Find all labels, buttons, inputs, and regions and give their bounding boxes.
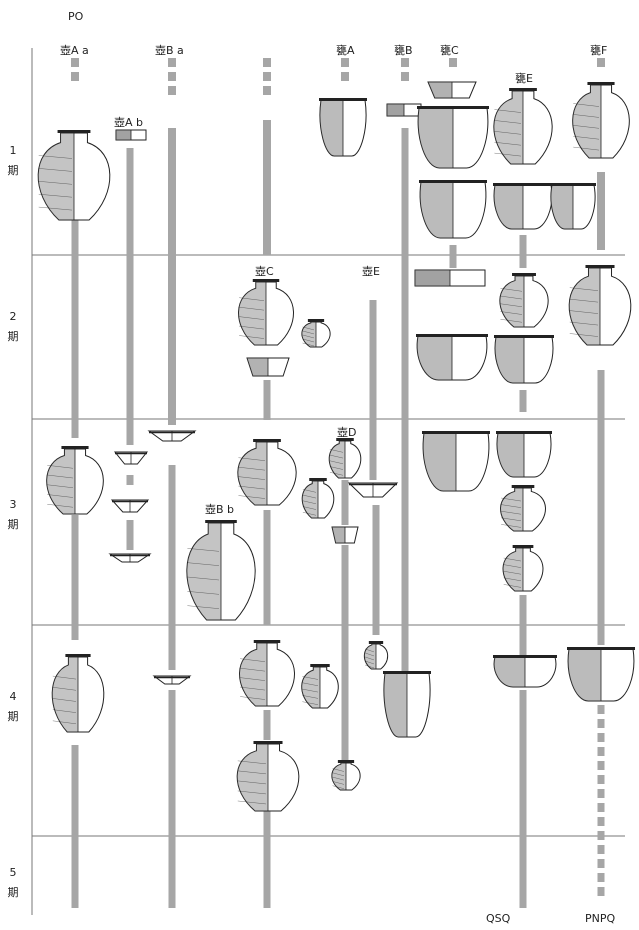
vessel-tsubo-ba-4 <box>154 676 190 684</box>
phase-bar-dash-12-2 <box>263 72 271 81</box>
phase-bar-14 <box>264 380 271 420</box>
phase-bar-24 <box>402 128 409 680</box>
phase-bar-dash-34-2 <box>598 719 605 728</box>
vessel-tsubo-ba-3 <box>149 431 195 441</box>
phase-bar-33 <box>598 370 605 645</box>
vessel-tsubo-c-2b <box>302 319 330 347</box>
vessel-tsubo-aa-1 <box>38 130 110 220</box>
phase-bar-dash-23-1 <box>401 58 409 67</box>
vessel-tsubo-ab-3b <box>112 500 148 512</box>
phase-bar-dash-1-2 <box>71 72 79 81</box>
vessel-kame-f-1 <box>573 82 630 158</box>
phase-bar-dash-18-1 <box>341 58 349 67</box>
vessel-kame-b-1 <box>387 104 421 116</box>
vessel-kame-c-1a <box>428 82 476 98</box>
phase-bar-30 <box>520 690 527 908</box>
phase-bar-dash-34-9 <box>598 817 605 826</box>
vessel-kame-e-2a <box>500 273 548 327</box>
phase-bar-dash-34-5 <box>598 761 605 770</box>
vessel-tsubo-d-3a <box>329 438 361 478</box>
phase-bar-dash-8-2 <box>168 72 176 81</box>
phase-bar-16 <box>264 710 271 740</box>
phase-bar-dash-34-3 <box>598 733 605 742</box>
phase-bar-dash-1-1 <box>71 58 79 67</box>
vessel-kame-e-3a <box>496 431 552 477</box>
phase-bar-dash-34-12 <box>598 859 605 868</box>
vessel-kame-e-1a <box>494 88 552 164</box>
phase-bar-4 <box>72 745 79 908</box>
vessel-tsubo-aa-3 <box>47 446 104 514</box>
vessel-kame-c-3 <box>422 431 490 491</box>
vessel-kame-e-3b <box>501 485 546 531</box>
vessel-kame-e-1b <box>493 183 553 229</box>
vessel-tsubo-e-3 <box>349 483 397 497</box>
phase-bar-26 <box>450 245 457 268</box>
phase-bar-dash-31-1 <box>597 58 605 67</box>
phase-bar-dash-23-2 <box>401 72 409 81</box>
vessel-tsubo-c-2c <box>247 358 289 376</box>
phase-bar-dash-34-10 <box>598 831 605 840</box>
vessel-kame-e-4 <box>493 655 557 687</box>
phase-bar-dash-12-1 <box>263 58 271 67</box>
vessel-kame-c-2b <box>416 334 488 380</box>
phase-bar-dash-34-13 <box>598 873 605 882</box>
vessel-tsubo-c-3 <box>238 439 296 505</box>
vessel-kame-f-2 <box>569 265 631 345</box>
vessel-kame-a-1 <box>319 98 367 156</box>
phase-bar-dash-18-2 <box>341 72 349 81</box>
phase-bar-11 <box>169 690 176 908</box>
vessel-kame-b-4 <box>383 671 431 737</box>
vessel-tsubo-ab-3a <box>115 452 147 464</box>
vessel-kame-e-2b <box>494 335 554 383</box>
phase-bar-dash-8-1 <box>168 58 176 67</box>
phase-bar-27 <box>520 235 527 268</box>
phase-bar-10 <box>169 465 176 670</box>
vessel-tsubo-c-4c <box>237 741 299 811</box>
phase-bar-dash-34-4 <box>598 747 605 756</box>
vessel-kame-c-2a <box>415 270 485 286</box>
phase-bar-dash-34-6 <box>598 775 605 784</box>
vessel-kame-c-1b <box>417 106 489 168</box>
phase-bar-29 <box>520 595 527 655</box>
vessel-tsubo-c-4a <box>240 640 295 706</box>
phase-bar-28 <box>520 390 527 412</box>
phase-bar-dash-34-14 <box>598 887 605 896</box>
vessel-tsubo-c-2a <box>239 279 294 345</box>
phase-bar-9 <box>168 128 176 425</box>
vessel-tsubo-e-4 <box>364 641 387 669</box>
phase-bar-7 <box>127 520 134 550</box>
vessel-tsubo-d-4 <box>332 760 360 790</box>
phase-bar-dash-12-3 <box>263 86 271 95</box>
phase-bar-19 <box>342 480 349 525</box>
vessel-tsubo-aa-4 <box>52 654 104 732</box>
phase-bar-2 <box>72 220 79 438</box>
vessel-kame-e-3c <box>503 545 543 591</box>
phase-bar-21 <box>370 300 377 480</box>
phase-bar-32 <box>597 172 605 250</box>
phase-bar-20 <box>342 545 349 760</box>
vessel-tsubo-d-3b <box>302 478 334 518</box>
vessel-tsubo-d-3c <box>332 527 358 543</box>
vessel-tsubo-c-4b <box>302 664 339 708</box>
phase-bar-dash-8-3 <box>168 86 176 95</box>
vessel-tsubo-ab-3c <box>110 554 150 562</box>
vessel-tsubo-bb-3 <box>187 520 255 620</box>
phase-bar-22 <box>373 505 380 635</box>
phase-bar-5 <box>127 148 134 445</box>
phase-bar-dash-25-1 <box>449 58 457 67</box>
phase-bar-dash-34-8 <box>598 803 605 812</box>
phase-bar-3 <box>72 515 79 640</box>
vessel-tsubo-ab-1 <box>116 130 146 140</box>
vessel-kame-c-1c <box>419 180 487 238</box>
phase-bar-13 <box>263 120 271 255</box>
vessel-kame-e-1c <box>550 183 596 229</box>
phase-bar-dash-34-11 <box>598 845 605 854</box>
phase-bar-dash-34-1 <box>598 705 605 714</box>
phase-bar-dash-34-7 <box>598 789 605 798</box>
phase-bar-15 <box>264 510 271 625</box>
vessel-kame-f-4 <box>567 647 635 701</box>
phase-bar-6 <box>127 475 134 485</box>
